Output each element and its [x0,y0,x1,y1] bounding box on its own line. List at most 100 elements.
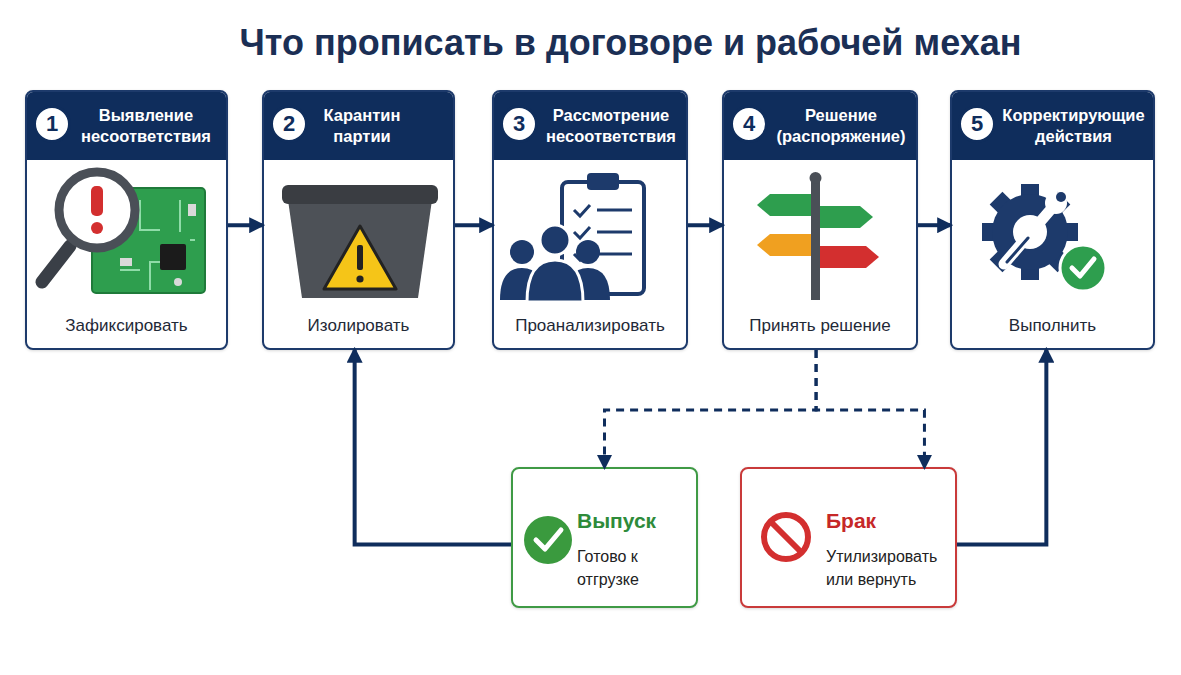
outcome-title: Выпуск [577,509,656,533]
magnifier-icon-part [59,172,135,248]
clipboard-icon [562,173,644,294]
gear-icon-part [982,223,1002,241]
gear-icon-part [1021,184,1039,204]
process-box: Корректирующие действияВыполнить 5 [950,90,1155,350]
callout-number: 2 [273,108,305,140]
clipboard-icon-part [597,209,632,212]
check-badge [1060,245,1106,291]
magnifier-icon-part [42,246,70,282]
people-icon-part [540,225,570,255]
gear-icon [982,184,1078,280]
magnifier-icon-part [91,186,103,216]
clipboard-icon-part [587,173,619,190]
gear-icon-part [1045,192,1067,214]
process-box: Рассмотрение несоответствияПроанализиров… [492,90,688,350]
circuit-board-icon-part [188,204,196,216]
step-number-circle: 4 [730,105,768,143]
callout-number: 3 [503,108,535,140]
gear-icon-part [990,245,1017,272]
signpost-icon-part [757,194,811,216]
people-icon-part [527,260,583,302]
signpost-icon-part [811,178,820,300]
callout-number: 4 [733,108,765,140]
step-action: Принять решение [724,316,916,336]
signpost-icon-part [820,246,879,268]
clipboard-icon-part [574,249,590,260]
release-check-icon [524,516,572,564]
gear-icon-part [1004,208,1052,264]
dashed-arrow [605,350,817,467]
flow-arrow [918,223,950,227]
reject-sign-icon-part [771,522,801,552]
flow-arrow [957,350,1046,545]
circuit-board-icon-part [92,188,205,293]
gear-icon-part [1043,245,1070,272]
magnifier-icon [42,172,135,282]
diagram-title: Что прописать в договоре и рабочей механ [80,22,1181,64]
clipboard-icon-part [597,231,632,234]
circuit-board-icon-part [120,200,195,290]
step-action: Изолировать [264,316,453,336]
magnifier-icon-part [91,222,103,234]
circuit-board-icon-part [160,244,186,270]
signpost-icon-part [810,172,822,184]
quarantine-bin-icon-part [357,245,363,270]
dashed-arrow [816,350,924,467]
process-box: Выявление несоответствияЗафиксировать1 [25,90,228,350]
step-title: Решение (распоряжение) [768,92,914,160]
reject-sign-icon [764,515,808,559]
step-title: Карантин партии [308,92,416,160]
outcome-note: Готово к отгрузке [577,545,687,591]
people-icon [500,225,610,302]
check-badge-part [1060,245,1106,291]
flow-arrow [455,223,492,227]
gear-icon-part [1056,192,1066,202]
clipboard-icon-part [574,205,590,216]
quarantine-bin-icon-part [288,200,432,298]
circuit-board-icon-part [174,278,182,286]
circuit-board-icon-part [120,258,132,266]
quarantine-bin-icon-part [282,185,438,204]
step-title: Корректирующие действия [996,92,1151,160]
clipboard-icon-part [597,253,632,256]
callout-number: 1 [36,108,68,140]
flow-arrow [355,350,511,545]
step-action: Зафиксировать [27,316,226,336]
step-number-circle: 3 [500,105,538,143]
gear-icon-part [990,192,1017,219]
reject-sign-icon-part [764,515,808,559]
step-action: Проанализировать [494,316,686,336]
step-number-circle: 1 [33,105,71,143]
release-check-icon-part [536,530,561,549]
clipboard-icon-part [574,227,590,238]
outcome-note: Утилизировать или вернуть [826,545,951,591]
people-icon-part [500,268,544,300]
gear-icon-part [1058,223,1078,241]
gear-icon-part [992,194,1068,270]
outcome-title: Брак [826,509,876,533]
step-action: Выполнить [952,316,1153,336]
release-check-icon-part [524,516,572,564]
quarantine-bin-icon-part [356,275,363,282]
people-icon-part [510,240,534,264]
check-badge-part [1072,259,1094,276]
signpost-icon-part [820,206,873,228]
callout-number: 5 [961,108,993,140]
people-icon-part [576,240,600,264]
signpost-icon [757,172,879,300]
gear-icon-part [1007,238,1028,262]
circuit-board-icon [92,188,205,293]
flow-arrow [228,223,262,227]
process-box: Решение (распоряжение) Принять решение 4 [722,90,918,350]
outcome-box: ВыпускГотово к отгрузке [511,467,698,608]
gear-icon-part [1021,260,1039,280]
clipboard-icon-part [562,182,644,294]
gear-icon-part [1043,192,1070,219]
step-title: Рассмотрение несоответствия [538,92,684,160]
quarantine-bin-icon-part [324,226,396,289]
flow-arrow [688,223,722,227]
people-icon-part [566,268,610,300]
step-number-circle: 5 [958,105,996,143]
